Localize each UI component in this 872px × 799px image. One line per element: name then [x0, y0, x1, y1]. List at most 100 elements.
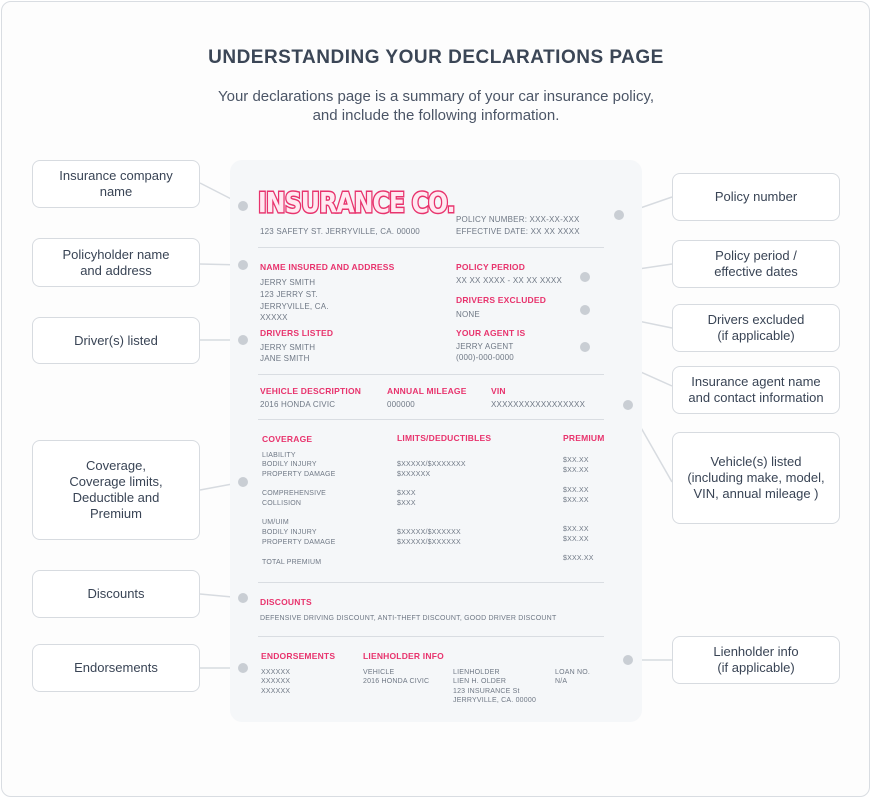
lienholder-line: 123 INSURANCE St — [453, 688, 520, 695]
endorsements-heading: ENDORSEMENTS — [261, 651, 336, 661]
divider — [258, 247, 604, 248]
subtitle-line-2: and include the following information. — [312, 107, 560, 124]
coverage-line: BODILY INJURY — [262, 461, 317, 468]
total-premium-value: $XXX.XX — [563, 555, 594, 562]
coverage-line: LIABILITY — [262, 452, 296, 459]
callout-policy-number: Policy number — [672, 173, 840, 221]
coverage-line: COMPREHENSIVE — [262, 490, 327, 497]
divider — [258, 374, 604, 375]
declarations-document — [230, 160, 642, 722]
lienholder-line: LIENHOLDER — [453, 669, 500, 676]
callout-endorsements: Endorsements — [32, 644, 200, 692]
limit-line: $XXXXX/$XXXXXX — [397, 529, 461, 536]
loan-line: LOAN NO. — [555, 669, 591, 676]
insured-line: XXXXX — [260, 313, 288, 322]
coverage-heading: COVERAGE — [262, 434, 313, 444]
marker-dot — [238, 201, 248, 211]
endorsement-line: XXXXXX — [261, 678, 291, 685]
premium-line: $XX.XX — [563, 526, 589, 533]
callout-text: Policy number — [714, 189, 798, 204]
marker-dot — [238, 335, 248, 345]
coverage-line: PROPERTY DAMAGE — [262, 471, 336, 478]
callout-text: (including make, model, — [687, 470, 825, 485]
limit-line: $XXXXX/$XXXXXX — [397, 539, 461, 546]
callout-text: Vehicle(s) listed — [710, 454, 802, 469]
page-subtitle: Your declarations page is a summary of y… — [0, 87, 872, 125]
policy-number: POLICY NUMBER: XXX-XX-XXX — [456, 215, 580, 224]
premium-line: $XX.XX — [563, 457, 589, 464]
name-insured-heading: NAME INSURED AND ADDRESS — [260, 262, 395, 272]
coverage-line: COLLISION — [262, 500, 302, 507]
coverage-line: PROPERTY DAMAGE — [262, 539, 336, 546]
callout-drivers-listed: Driver(s) listed — [32, 317, 200, 364]
callout-text: (if applicable) — [717, 328, 795, 343]
agent-heading: YOUR AGENT IS — [456, 328, 526, 338]
lienholder-line: JERRYVILLE, CA. 00000 — [453, 697, 537, 704]
limit-line: $XXXXXX — [397, 471, 431, 478]
agent-line: JERRY AGENT — [456, 342, 514, 351]
marker-dot — [614, 210, 624, 220]
lienholder-heading: LIENHOLDER INFO — [363, 651, 444, 661]
callout-discounts: Discounts — [32, 570, 200, 618]
company-address: 123 SAFETY ST. JERRYVILLE, CA. 00000 — [260, 227, 420, 236]
subtitle-line-1: Your declarations page is a summary of y… — [217, 88, 655, 105]
insured-line: JERRY SMITH — [260, 278, 316, 287]
callout-lienholder-info: Lienholder info(if applicable) — [672, 636, 840, 684]
marker-dot — [580, 342, 590, 352]
marker-dot — [580, 272, 590, 282]
insured-line: JERRYVILLE, CA. — [260, 302, 329, 311]
coverage-line: UM/UIM — [262, 519, 289, 526]
callout-text: Endorsements — [74, 660, 158, 675]
callout-text: and contact information — [688, 390, 824, 405]
logo-text: INSURANCE CO. — [257, 185, 457, 221]
marker-dot — [238, 260, 248, 270]
lien-vehicle-line: VEHICLE — [363, 669, 395, 676]
lien-vehicle-line: 2016 HONDA CIVIC — [363, 678, 430, 685]
policy-period-heading: POLICY PERIOD — [456, 262, 526, 272]
callout-text: Insurance company — [59, 168, 173, 183]
callout-text: and address — [80, 262, 152, 278]
insurance-logo: INSURANCE CO. — [257, 185, 492, 221]
drivers-excluded-value: NONE — [456, 310, 480, 319]
callout-text: Premium — [89, 506, 142, 521]
marker-dot — [238, 477, 248, 487]
coverage-line: TOTAL PREMIUM — [262, 559, 322, 566]
callout-text: Policy period / — [715, 248, 797, 263]
effective-date: EFFECTIVE DATE: XX XX XXXX — [456, 227, 580, 236]
callout-vehicles-listed: Vehicle(s) listed(including make, model,… — [672, 432, 840, 524]
callout-text: VIN, annual mileage ) — [693, 486, 819, 501]
callout-drivers-excluded: Drivers excluded(if applicable) — [672, 304, 840, 352]
callout-text: Insurance agent name — [691, 374, 821, 389]
vehicle-heading: VEHICLE DESCRIPTION — [260, 386, 362, 396]
loan-line: N/A — [555, 678, 568, 685]
coverage-line: BODILY INJURY — [262, 529, 317, 536]
discounts-value: DEFENSIVE DRIVING DISCOUNT, ANTI-THEFT D… — [260, 615, 557, 622]
limit-line: $XXXXX/$XXXXXXX — [397, 461, 466, 468]
callout-text: Policyholder name — [62, 246, 170, 262]
divider — [258, 636, 604, 637]
vin-heading: VIN — [491, 386, 506, 396]
callout-text: Discounts — [87, 586, 145, 601]
mileage-heading: ANNUAL MILEAGE — [387, 386, 467, 396]
drivers-listed-heading: DRIVERS LISTED — [260, 328, 334, 338]
callout-text: name — [99, 184, 133, 199]
premium-line: $XX.XX — [563, 536, 589, 543]
premium-line: $XX.XX — [563, 467, 589, 474]
callout-text: Coverage limits, — [69, 474, 163, 489]
callout-text: (if applicable) — [717, 660, 795, 675]
lienholder-line: LIEN H. OLDER — [453, 678, 507, 685]
callout-text: Drivers excluded — [707, 312, 805, 327]
insured-line: 123 JERRY ST. — [260, 290, 318, 299]
callout-text: Lienholder info — [713, 644, 799, 659]
marker-dot — [623, 400, 633, 410]
callout-text: Coverage, — [86, 458, 146, 473]
callout-text: Deductible and — [72, 490, 160, 505]
callout-policy-period: Policy period /effective dates — [672, 240, 840, 288]
premium-line: $XX.XX — [563, 487, 589, 494]
limit-line: $XXX — [397, 490, 416, 497]
driver-name: JANE SMITH — [260, 354, 310, 363]
premium-line: $XX.XX — [563, 497, 589, 504]
